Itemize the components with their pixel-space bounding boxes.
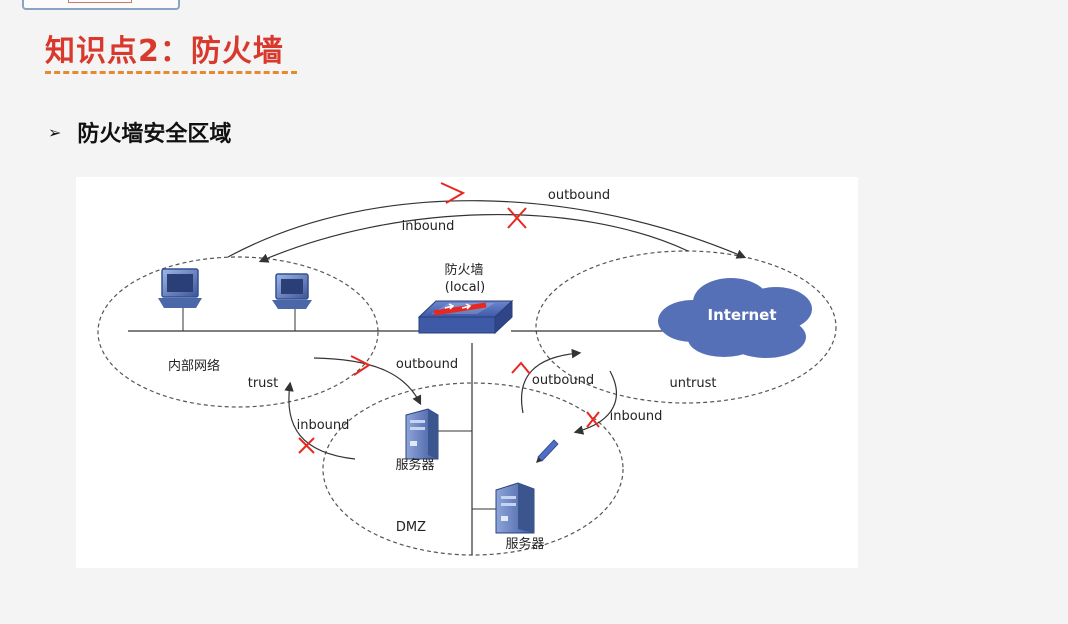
red-cross-annotation — [507, 207, 527, 229]
dmz-zone-label: DMZ — [396, 520, 426, 535]
diagram-svg: 防火墙 (local) Internet — [97, 182, 837, 556]
top-outbound-arrow — [227, 200, 747, 259]
firewall-name-label: 防火墙 — [444, 262, 483, 278]
internet-label: Internet — [707, 306, 776, 324]
red-check-annotation — [511, 361, 531, 375]
title-underline — [45, 71, 297, 74]
top-decoration — [22, 0, 180, 10]
dmz-untrust-inbound-arrow — [573, 370, 617, 435]
trust-dmz-inbound-arrow — [284, 381, 356, 460]
trust-dmz-outbound-label: outbound — [396, 357, 458, 372]
untrust-zone-label: untrust — [669, 376, 716, 391]
slide-title: 知识点2：防火墙 — [45, 34, 284, 69]
dmz-untrust-outbound-label: outbound — [532, 373, 594, 388]
dmz-untrust-inbound-label: inbound — [610, 409, 663, 424]
untrust-zone — [535, 250, 837, 404]
server-2-label: 服务器 — [505, 536, 544, 552]
firewall-local-label: (local) — [445, 280, 485, 295]
trust-zone — [97, 256, 379, 408]
red-check-annotation — [440, 182, 466, 204]
computer-icon — [272, 273, 312, 331]
security-zone-diagram: 防火墙 (local) Internet — [76, 177, 858, 568]
internet-cloud-icon — [658, 278, 812, 358]
trust-network-label: 内部网络 — [168, 358, 220, 374]
bullet-row: ➢ 防火墙安全区域 — [48, 115, 231, 149]
top-inbound-arrow — [258, 214, 689, 263]
red-cross-annotation — [586, 411, 600, 428]
arrow-bullet-icon: ➢ — [48, 122, 62, 142]
top-inbound-label: inbound — [402, 219, 455, 234]
computer-icon — [158, 268, 202, 331]
dmz-untrust-outbound-arrow — [521, 348, 582, 414]
firewall-icon — [417, 299, 514, 335]
dmz-zone — [322, 382, 624, 556]
top-outbound-label: outbound — [548, 188, 610, 203]
bullet-text: 防火墙安全区域 — [77, 122, 232, 147]
red-cross-annotation — [298, 437, 315, 454]
trust-dmz-inbound-label: inbound — [297, 418, 350, 433]
server-1-label: 服务器 — [395, 457, 434, 473]
pen-icon — [536, 439, 559, 463]
red-check-annotation — [350, 355, 371, 376]
server-icon — [405, 408, 439, 460]
trust-dmz-outbound-arrow — [313, 357, 422, 406]
top-decoration-inner — [68, 0, 132, 3]
trust-zone-label: trust — [248, 376, 279, 391]
server-icon — [495, 482, 535, 534]
